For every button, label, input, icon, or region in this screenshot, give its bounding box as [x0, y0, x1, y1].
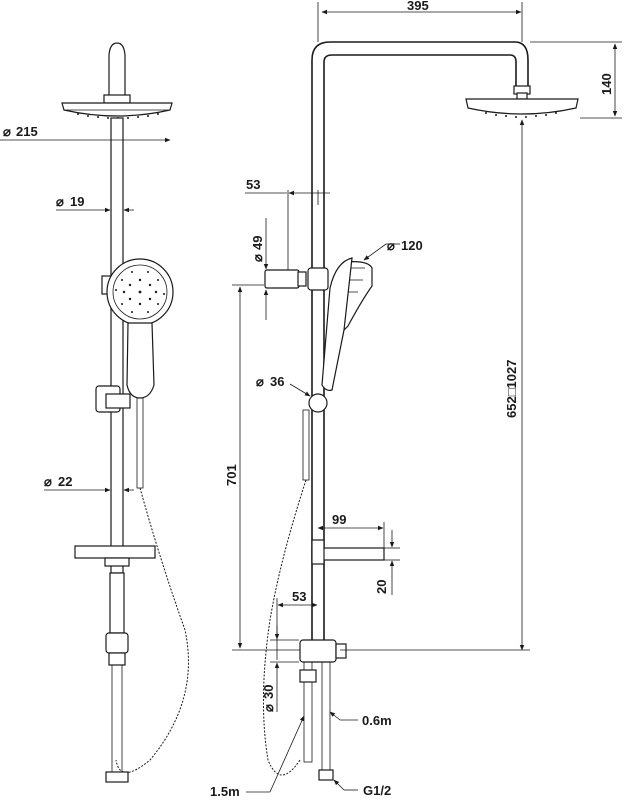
- label-diam-rail-top-symbol: ⌀: [56, 194, 64, 209]
- label-diam-head-symbol: ⌀: [3, 124, 11, 139]
- label-slider-diameter: 36: [270, 374, 284, 389]
- dim-rail-bottom-diameter: ⌀ 22: [44, 474, 134, 493]
- label-diam-head: 215: [16, 124, 38, 139]
- label-shelf-height: 20: [374, 580, 389, 594]
- side-head-nozzles: [485, 112, 557, 118]
- label-mixer-diameter-symbol: ⌀: [261, 704, 276, 712]
- label-diam-rail-top: 19: [70, 194, 84, 209]
- label-diam-rail-bottom-symbol: ⌀: [44, 474, 52, 489]
- dim-rail-top-diameter: ⌀ 19: [56, 194, 134, 213]
- label-shelf-depth: 99: [332, 512, 346, 527]
- dim-height-range: 652□1027: [340, 119, 530, 651]
- label-handshower-diameter: 120: [401, 238, 423, 253]
- label-hose-long: 1.5m: [210, 784, 240, 799]
- label-holder-diameter-symbol: ⌀: [250, 254, 265, 262]
- dim-handshower-diameter: ⌀ 120: [363, 238, 423, 261]
- label-mixer-diameter: 30: [261, 685, 276, 699]
- dim-rail-height: 701: [224, 284, 300, 651]
- dim-slider-diameter: ⌀ 36: [256, 374, 311, 397]
- label-thread: G1/2: [363, 783, 391, 798]
- dim-holder-offset: 53: [245, 177, 330, 270]
- callout-thread: G1/2: [333, 779, 391, 798]
- label-arm-width: 395: [407, 0, 429, 13]
- dim-head-diameter: ⌀ 215: [0, 124, 171, 143]
- label-mixer-offset: 53: [292, 589, 306, 604]
- head-nozzles: [77, 113, 159, 119]
- label-diam-rail-bottom: 22: [58, 474, 72, 489]
- dim-head-height: 140: [530, 41, 622, 119]
- dim-arm-width: 395: [317, 0, 523, 42]
- label-holder-offset: 53: [246, 177, 260, 192]
- front-view: ⌀ 215 ⌀ 19 ⌀ 22: [0, 42, 189, 783]
- label-hose-short: 0.6m: [362, 713, 392, 728]
- callout-hose-short: 0.6m: [329, 711, 392, 728]
- dim-shelf-depth: 99: [317, 512, 385, 548]
- handshower-nozzles: [115, 271, 165, 313]
- label-handshower-diameter-symbol: ⌀: [387, 238, 395, 253]
- label-slider-diameter-symbol: ⌀: [256, 374, 264, 389]
- callout-hose-long: 1.5m: [210, 715, 305, 799]
- label-holder-diameter: 49: [250, 236, 265, 250]
- label-rail-height: 701: [224, 464, 239, 486]
- dim-shelf-height: 20: [374, 530, 400, 595]
- side-view: 395 140 652□1027 53 ⌀ 49: [210, 0, 622, 799]
- dim-holder-diameter: ⌀ 49: [250, 218, 269, 320]
- label-head-height: 140: [599, 73, 614, 95]
- dim-mixer-diameter: ⌀ 30: [261, 626, 299, 712]
- label-height-range: 652□1027: [504, 360, 519, 418]
